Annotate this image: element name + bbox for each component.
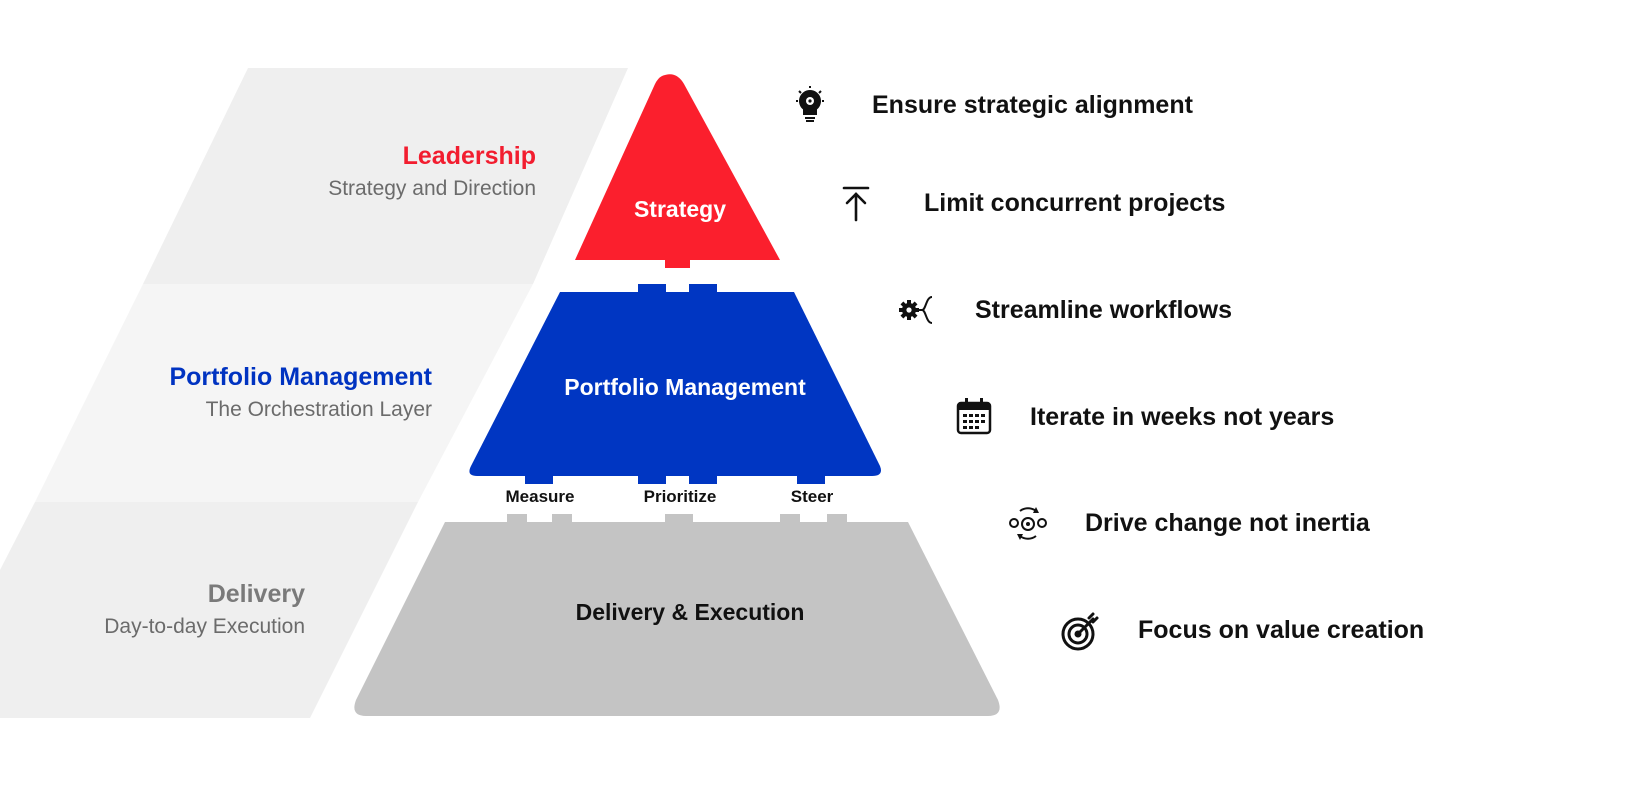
delivery-trapezoid — [354, 522, 1000, 716]
delivery-caption: Delivery & Execution — [575, 599, 805, 625]
principle-alignment: Ensure strategic alignment — [872, 91, 1193, 119]
delivery-tab-5 — [827, 514, 847, 524]
portfolio-trapezoid — [469, 292, 881, 476]
portfolio-caption: Portfolio Management — [564, 374, 806, 400]
principle-streamline: Streamline workflows — [975, 296, 1233, 324]
strategy-caption: Strategy — [633, 196, 727, 222]
lightbulb-gear-icon — [796, 86, 824, 122]
strategy-tab — [665, 258, 690, 268]
principle-limit-projects: Limit concurrent projects — [924, 189, 1226, 217]
delivery-tab-4 — [780, 514, 800, 524]
layer-subtitle: The Orchestration Layer — [205, 398, 432, 421]
layer-subtitle: Day-to-day Execution — [104, 615, 305, 638]
portfolio-foot-3 — [689, 474, 717, 484]
layer-title: Delivery — [207, 580, 305, 608]
principle-value-creation: Focus on value creation — [1138, 616, 1425, 644]
band-portfolio — [35, 284, 533, 502]
principle-drive-change: Drive change not inertia — [1085, 509, 1370, 537]
calendar-icon — [956, 398, 992, 435]
principle-iterate: Iterate in weeks not years — [1030, 403, 1335, 431]
layer-subtitle: Strategy and Direction — [328, 177, 536, 200]
layer-leadership: Leadership Strategy and Direction — [328, 142, 536, 201]
arrow-up-to-line-icon — [842, 186, 870, 222]
strategy-triangle — [575, 74, 780, 260]
connector-steer: Steer — [790, 487, 834, 506]
gears-cycle-icon — [1009, 507, 1047, 540]
connector-measure: Measure — [505, 487, 575, 506]
delivery-tab-1 — [507, 514, 527, 524]
delivery-tab-3 — [665, 514, 693, 524]
band-leadership — [143, 68, 628, 284]
target-icon — [1061, 612, 1099, 651]
layer-title: Leadership — [402, 142, 536, 170]
connector-prioritize: Prioritize — [643, 487, 717, 506]
band-delivery — [0, 502, 418, 718]
portfolio-tab-right — [689, 284, 717, 294]
portfolio-foot-1 — [525, 474, 553, 484]
gear-branch-icon — [899, 296, 933, 324]
portfolio-foot-4 — [797, 474, 825, 484]
portfolio-foot-2 — [638, 474, 666, 484]
layer-title: Portfolio Management — [169, 363, 432, 391]
delivery-tab-2 — [552, 514, 572, 524]
layer-delivery: Delivery Day-to-day Execution — [104, 580, 305, 639]
layer-portfolio: Portfolio Management The Orchestration L… — [169, 363, 432, 422]
portfolio-tab-left — [638, 284, 666, 294]
